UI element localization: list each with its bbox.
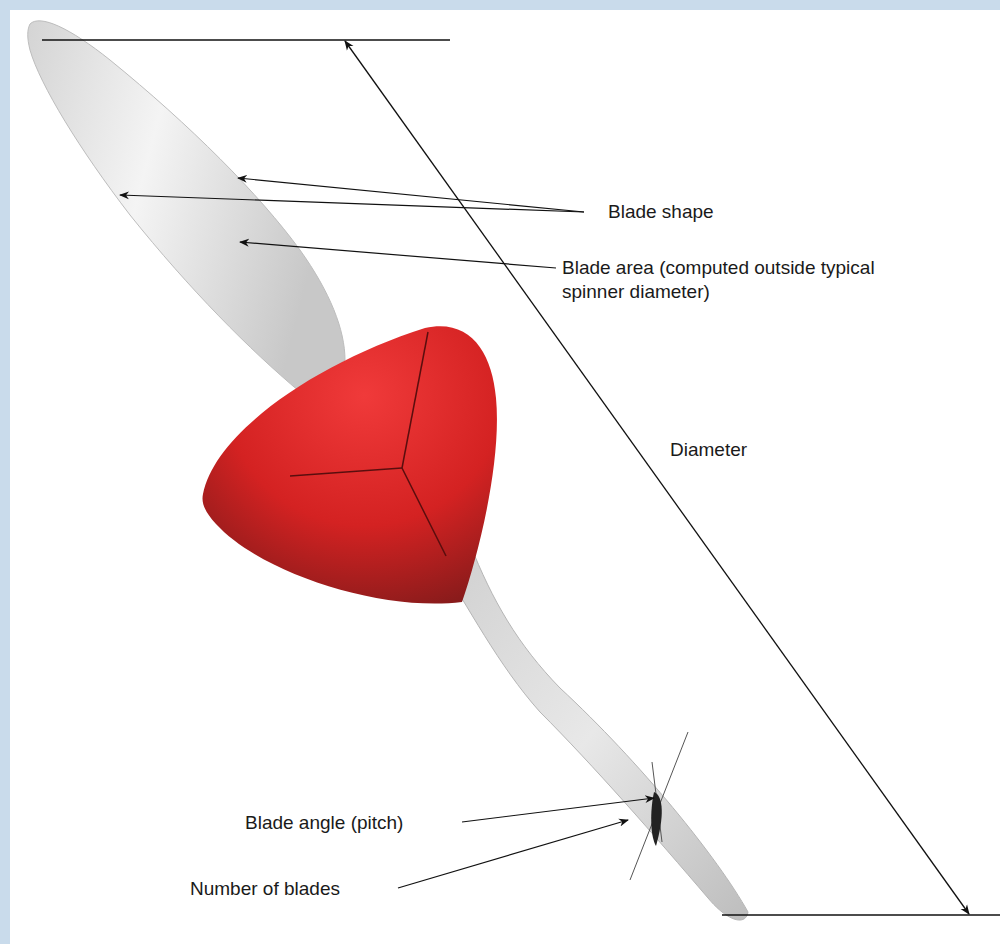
white-panel: [10, 10, 1000, 944]
part-label: Blade area (computed outside typical spi…: [562, 256, 882, 304]
pitch-section: [630, 732, 688, 880]
dimension-label: Diameter: [670, 438, 747, 462]
upper-blade: [28, 21, 345, 392]
spinner: [203, 326, 497, 603]
part-label: Number of blades: [190, 877, 340, 901]
part-label: Blade shape: [608, 200, 714, 224]
spinner-seams: [290, 332, 446, 556]
diameter-dimension: [42, 40, 1000, 915]
part-label: Blade angle (pitch): [245, 811, 403, 835]
lower-blade: [438, 544, 748, 920]
